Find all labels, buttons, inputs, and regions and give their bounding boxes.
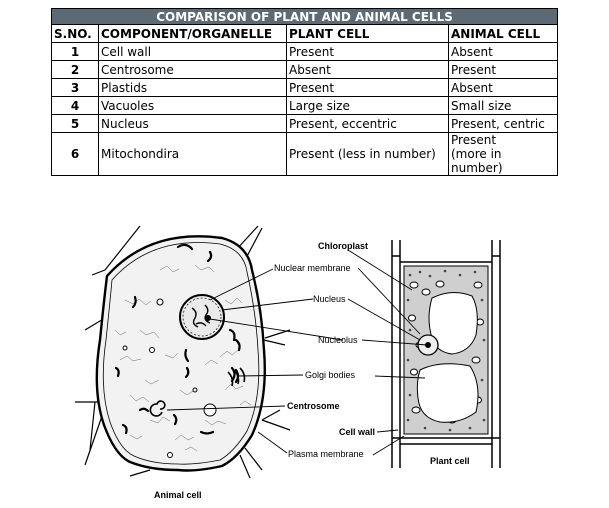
neighbor-cell-outlines (75, 225, 291, 479)
table-row: 4 Vacuoles Large size Small size (51, 96, 559, 115)
cell-animal: Present (447, 60, 559, 79)
comparison-table: COMPARISON OF PLANT AND ANIMAL CELLS S.N… (50, 8, 559, 176)
cell-plant: Present (286, 78, 449, 97)
plant-cell-walls (391, 240, 501, 468)
cell-sno: 6 (51, 132, 99, 176)
plant-vacuole-upper (428, 292, 478, 355)
animal-cell-membrane-inner (102, 242, 260, 465)
table-header-row: S.NO. COMPONENT/ORGANELLE PLANT CELL ANI… (51, 24, 559, 43)
cell-plant: Absent (286, 60, 449, 79)
table-row: 2 Centrosome Absent Present (51, 60, 559, 79)
leader-lines (166, 249, 428, 456)
animal-cell-membrane (95, 235, 266, 472)
cell-component: Vacuoles (98, 96, 287, 115)
cell-animal-line2: (more in number) (451, 147, 503, 175)
cell-sno: 3 (51, 78, 99, 97)
cell-animal-line1: Present (451, 133, 497, 148)
table-row: 6 Mitochondira Present (less in number) … (51, 132, 559, 176)
cell-sno: 2 (51, 60, 99, 79)
plant-cytoplasm-dots (406, 269, 486, 432)
cytoplasm-texture (114, 264, 252, 452)
label-animal-cell: Animal cell (154, 490, 202, 500)
cell-component: Plastids (98, 78, 287, 97)
table-row: 3 Plastids Present Absent (51, 78, 559, 97)
cell-sno: 4 (51, 96, 99, 115)
chromatin (191, 304, 211, 328)
cell-animal: Small size (447, 96, 559, 115)
nucleolus (205, 315, 211, 321)
centrosome-icon (149, 400, 166, 417)
plant-vacuole-lower (416, 363, 479, 423)
cell-component: Mitochondira (98, 132, 287, 176)
animal-nucleus (179, 294, 225, 340)
label-nuclear-membrane: Nuclear membrane (274, 263, 351, 273)
cell-animal: Present (more in number) (447, 132, 559, 176)
header-sno: S.NO. (51, 24, 99, 43)
animal-vacuoles (122, 298, 217, 458)
cell-animal: Absent (447, 78, 559, 97)
header-component: COMPONENT/ORGANELLE (98, 24, 287, 43)
label-chloroplast: Chloroplast (318, 241, 368, 251)
label-plant-cell: Plant cell (430, 456, 470, 466)
cell-component: Cell wall (98, 42, 287, 61)
cell-plant: Present (286, 42, 449, 61)
table-row: 5 Nucleus Present, eccentric Present, ce… (51, 114, 559, 133)
cell-sno: 1 (51, 42, 99, 61)
header-plant-cell: PLANT CELL (286, 24, 449, 43)
cell-animal: Absent (447, 42, 559, 61)
table-title: COMPARISON OF PLANT AND ANIMAL CELLS (50, 8, 559, 25)
label-nucleus: Nucleus (313, 294, 346, 304)
cell-plant: Present (less in number) (286, 132, 449, 176)
label-cell-wall: Cell wall (339, 427, 375, 437)
cell-diagram: Chloroplast Nuclear membrane Nucleus Nuc… (75, 225, 501, 500)
label-nucleolus: Nucleolus (318, 335, 358, 345)
cell-component: Centrosome (98, 60, 287, 79)
header-animal-cell: ANIMAL CELL (447, 24, 559, 43)
cell-plant: Large size (286, 96, 449, 115)
table-row: 1 Cell wall Present Absent (51, 42, 559, 61)
label-plasma-membrane: Plasma membrane (288, 449, 364, 459)
organelle-squiggles (114, 243, 241, 435)
golgi-stack (227, 367, 246, 387)
label-golgi-bodies: Golgi bodies (305, 370, 356, 380)
cell-sno: 5 (51, 114, 99, 133)
label-centrosome: Centrosome (287, 401, 340, 411)
cell-component: Nucleus (98, 114, 287, 133)
cell-plant: Present, eccentric (286, 114, 449, 133)
cell-animal: Present, centric (447, 114, 559, 133)
